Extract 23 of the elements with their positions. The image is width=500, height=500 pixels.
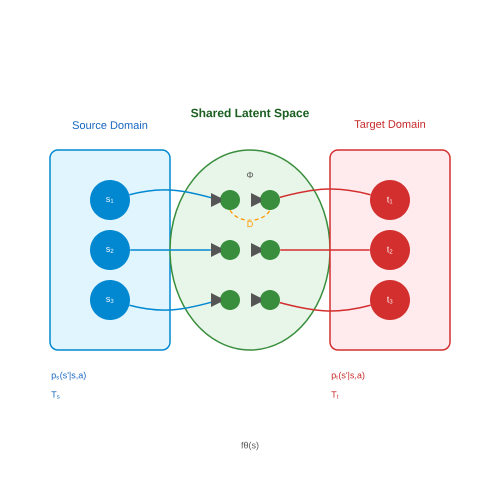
latent-circle: [220, 190, 240, 210]
annotation: T$_{t}$: [331, 391, 338, 399]
arrow: [129, 189, 221, 207]
heading: Source Domain: [72, 120, 148, 130]
connector: [280, 302, 371, 312]
arrow: [130, 243, 221, 257]
connector: [280, 249, 370, 251]
latent-circle: [220, 240, 240, 260]
annotation: p$_{s}$(s'|s,a): [52, 372, 86, 380]
connector: [280, 188, 371, 198]
latent-circle: [260, 290, 280, 310]
latent-circle: [260, 240, 280, 260]
annotation: Φ: [246, 172, 254, 178]
heading: Target Domain: [354, 120, 426, 130]
edge-label: D: [248, 220, 253, 228]
annotation: fθ(s): [241, 442, 258, 450]
heading: Shared Latent Space: [191, 108, 309, 120]
connector: [229, 210, 271, 221]
latent-circle: [220, 290, 240, 310]
arrow: [129, 293, 221, 311]
annotation: p$_{t}$(s'|s,a): [332, 372, 364, 380]
latent-circle: [260, 190, 280, 210]
annotation: T$_{s}$: [51, 391, 60, 399]
